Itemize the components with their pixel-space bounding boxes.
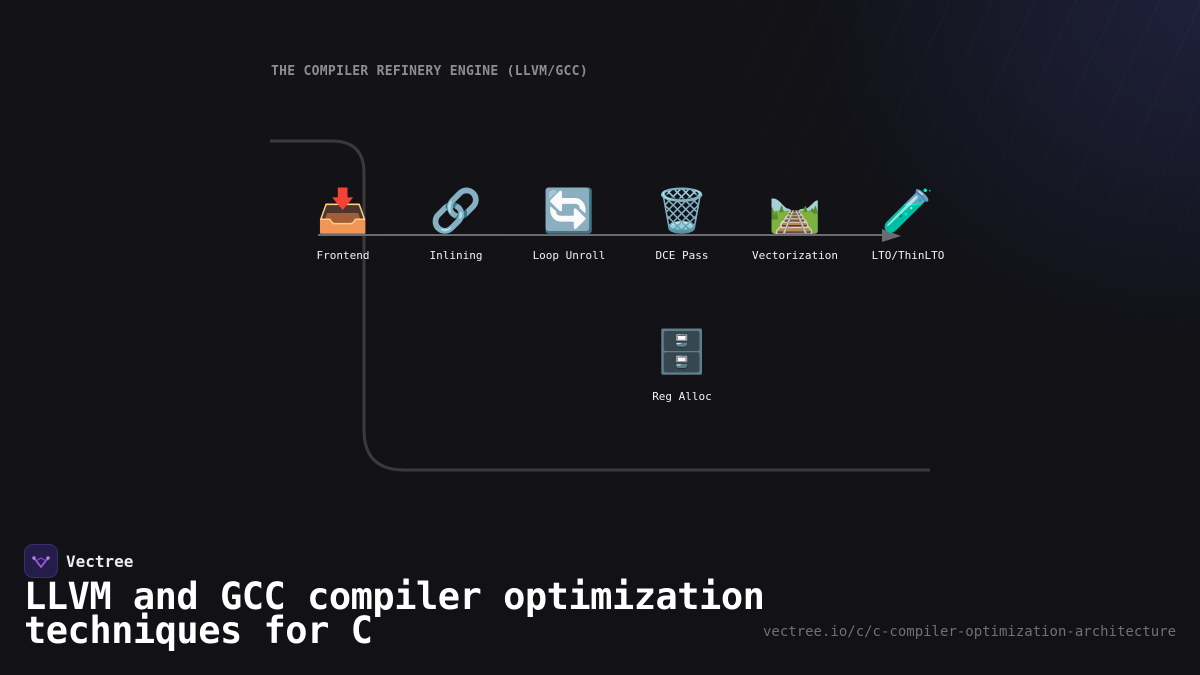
page-url[interactable]: vectree.io/c/c-compiler-optimization-arc… xyxy=(762,624,1176,640)
arrows-loop-icon: 🔄 xyxy=(542,186,596,235)
railway-track-icon: 🛤️ xyxy=(768,186,822,235)
file-cabinet-icon: 🗄️ xyxy=(655,327,709,376)
node-lto: 🧪 LTO/ThinLTO xyxy=(848,183,968,262)
brand-name: Vectree xyxy=(66,551,134,571)
diagram-title: THE COMPILER REFINERY ENGINE (LLVM/GCC) xyxy=(271,64,588,79)
brand[interactable]: Vectree xyxy=(24,544,133,578)
flow-arrowhead xyxy=(882,229,901,242)
wastebasket-icon: 🗑️ xyxy=(655,186,709,235)
link-icon: 🔗 xyxy=(429,186,483,235)
node-label: DCE Pass xyxy=(655,249,709,262)
node-frontend: 📥 Frontend xyxy=(283,183,403,262)
node-label: Loop Unroll xyxy=(532,249,606,262)
node-inlining: 🔗 Inlining xyxy=(396,183,516,262)
node-dce-pass: 🗑️ DCE Pass xyxy=(622,183,742,262)
node-vectorization: 🛤️ Vectorization xyxy=(735,183,855,262)
background-rays xyxy=(740,0,1200,520)
vectree-logo-icon xyxy=(24,544,58,578)
outer-pipe xyxy=(270,139,930,472)
node-label: LTO/ThinLTO xyxy=(871,249,945,262)
test-tube-icon: 🧪 xyxy=(881,186,935,235)
inbox-tray-icon: 📥 xyxy=(316,186,370,235)
node-loop-unroll: 🔄 Loop Unroll xyxy=(509,183,629,262)
node-label: Inlining xyxy=(429,249,483,262)
node-reg-alloc: 🗄️ Reg Alloc xyxy=(622,324,742,403)
node-label: Frontend xyxy=(316,249,370,262)
node-label: Reg Alloc xyxy=(652,390,712,403)
page-headline: LLVM and GCC compiler optimization techn… xyxy=(24,575,765,652)
node-label: Vectorization xyxy=(751,249,839,262)
